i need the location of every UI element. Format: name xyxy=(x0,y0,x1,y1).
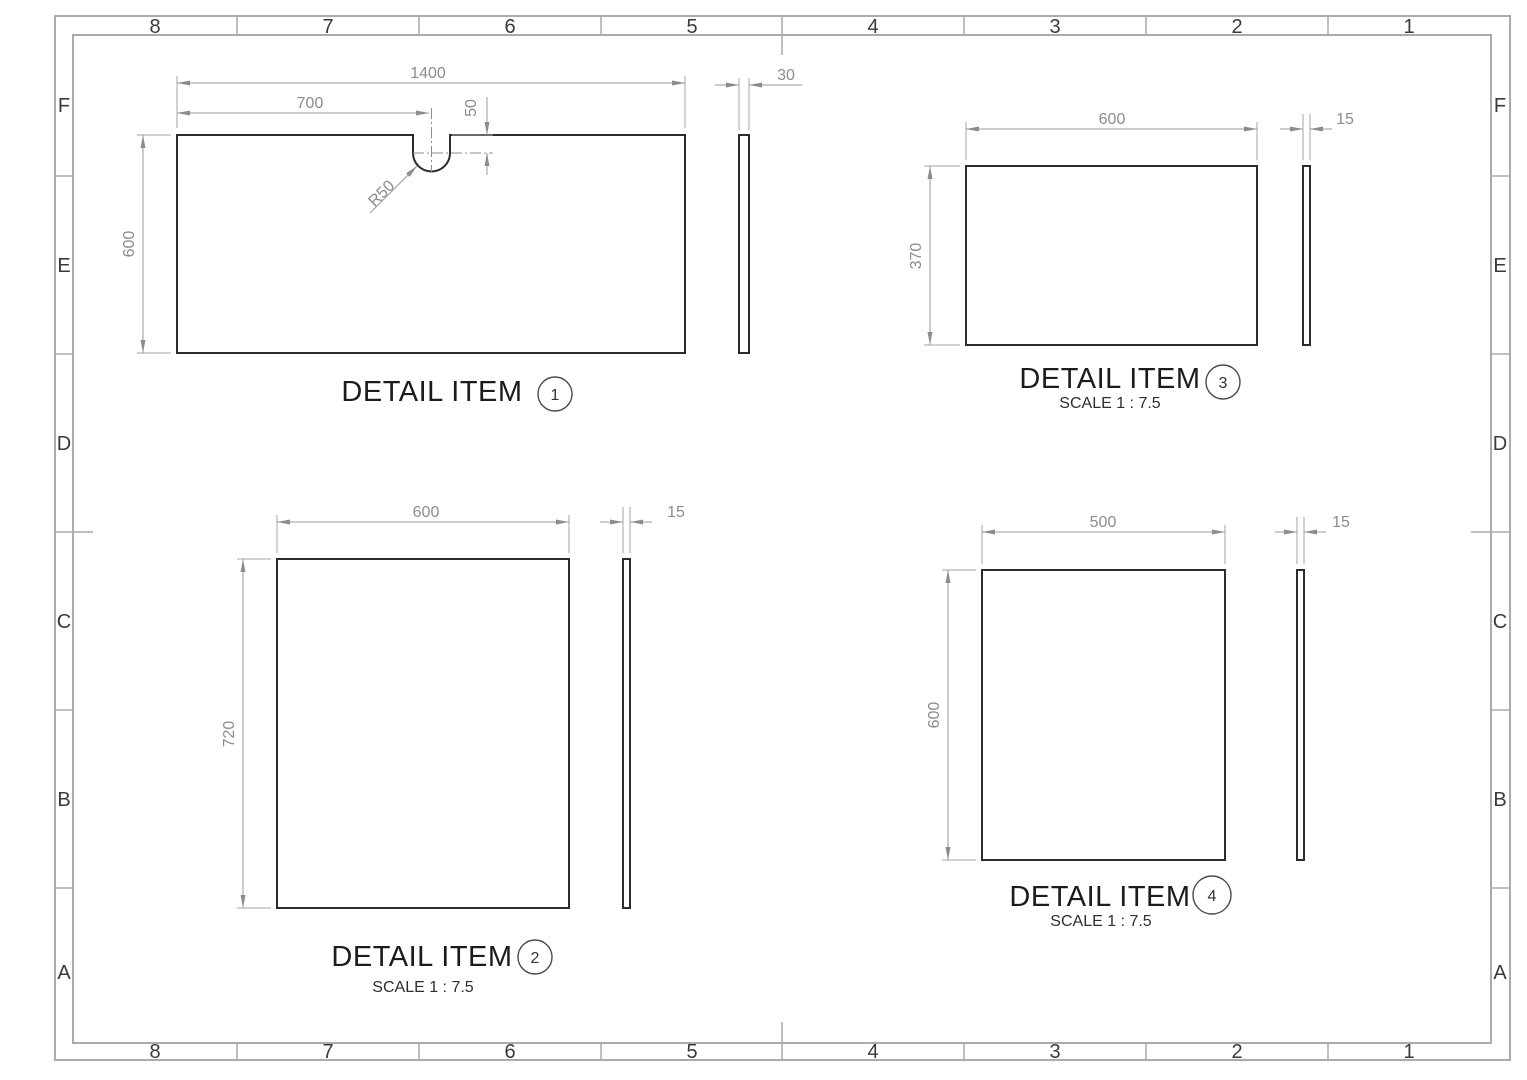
zone-label: C xyxy=(57,611,71,633)
zone-label: C xyxy=(1493,611,1507,633)
dim-text-thickness: 30 xyxy=(777,67,795,84)
callout-circle xyxy=(537,376,573,412)
detail-1-side-view xyxy=(738,134,750,354)
radius-leader-line xyxy=(369,165,418,214)
dim-extension-lines-height xyxy=(137,134,171,354)
detail-2-side-view xyxy=(622,558,631,909)
detail-title: DETAIL ITEM xyxy=(341,376,522,408)
detail-3: 600 370 15 DETAIL ITEM 3 SCALE 1 : 7.5 xyxy=(908,111,1354,412)
dim-text-thickness: 15 xyxy=(1332,514,1350,531)
dim-text-width: 600 xyxy=(413,504,440,521)
detail-4-front-view xyxy=(981,569,1226,861)
callout-number: 3 xyxy=(1219,375,1228,392)
detail-title: DETAIL ITEM xyxy=(1009,881,1190,913)
detail-title: DETAIL ITEM xyxy=(1019,363,1200,395)
zone-label: 5 xyxy=(686,1041,697,1063)
detail-title: DETAIL ITEM xyxy=(331,941,512,973)
zone-label: 5 xyxy=(686,16,697,38)
zone-label: D xyxy=(1493,433,1507,455)
zone-label: E xyxy=(1493,255,1506,277)
zone-label: 6 xyxy=(504,16,515,38)
zone-labels-right: F E D C B A xyxy=(1493,95,1508,984)
zone-dividers-top xyxy=(236,16,1329,35)
detail-scale: SCALE 1 : 7.5 xyxy=(1059,395,1160,412)
zone-label: 3 xyxy=(1049,16,1060,38)
dim-extension-lines-thickness xyxy=(1302,114,1311,160)
dim-extension-lines xyxy=(176,76,686,128)
zone-dividers-bottom xyxy=(236,1043,1329,1060)
detail-3-side-view xyxy=(1302,165,1311,346)
zone-label: 7 xyxy=(322,1041,333,1063)
callout-circle xyxy=(1192,875,1232,915)
callout-circle xyxy=(517,939,553,975)
zone-dividers-right xyxy=(1491,175,1510,889)
callout-number: 2 xyxy=(531,950,540,967)
dim-text-height: 600 xyxy=(121,231,138,258)
dim-extension-lines-height xyxy=(924,165,960,346)
detail-3-front-view xyxy=(965,165,1258,346)
dim-text-offset: 700 xyxy=(297,95,324,112)
zone-label: A xyxy=(57,962,71,984)
dim-extension-lines-thickness xyxy=(738,78,750,130)
zone-label: 4 xyxy=(867,1041,878,1063)
dim-text-width: 1400 xyxy=(410,65,446,82)
dim-text-height: 370 xyxy=(908,243,925,270)
callout-number: 1 xyxy=(551,387,560,404)
zone-label: 1 xyxy=(1403,16,1414,38)
detail-scale: SCALE 1 : 7.5 xyxy=(372,979,473,996)
dim-text-thickness: 15 xyxy=(1336,111,1354,128)
zone-dividers-left xyxy=(55,175,73,889)
dim-extension-lines-height xyxy=(942,569,976,861)
detail-scale: SCALE 1 : 7.5 xyxy=(1050,913,1151,930)
zone-label: B xyxy=(1493,789,1506,811)
dim-extension-lines-thickness xyxy=(622,507,631,553)
zone-label: F xyxy=(58,95,70,117)
zone-label: 1 xyxy=(1403,1041,1414,1063)
detail-4-side-view xyxy=(1296,569,1305,861)
dim-text-height: 600 xyxy=(926,702,943,729)
zone-label: A xyxy=(1493,962,1507,984)
dim-text-depth: 50 xyxy=(463,99,480,117)
zone-label: D xyxy=(57,433,71,455)
detail-2-front-view xyxy=(276,558,570,909)
zone-label: 8 xyxy=(149,16,160,38)
dim-text-thickness: 15 xyxy=(667,504,685,521)
zone-label: 3 xyxy=(1049,1041,1060,1063)
zone-label: 6 xyxy=(504,1041,515,1063)
zone-labels-bottom: 8 7 6 5 4 3 2 1 xyxy=(149,1041,1414,1063)
zone-label: 7 xyxy=(322,16,333,38)
zone-label: E xyxy=(57,255,70,277)
zone-label: 2 xyxy=(1231,16,1242,38)
detail-4: 500 600 15 DETAIL ITEM 4 SCALE 1 : 7.5 xyxy=(926,514,1350,930)
detail-1-front-view xyxy=(176,134,686,354)
sheet-frame: 8 7 6 5 4 3 2 1 8 7 6 5 4 3 2 1 F E D C … xyxy=(54,15,1511,1063)
dim-extension-lines-thickness xyxy=(1296,517,1305,564)
dim-text-height: 720 xyxy=(221,721,238,748)
callout-circle xyxy=(1205,364,1241,400)
detail-2: 600 720 15 DETAIL ITEM 2 SCALE 1 : 7.5 xyxy=(221,504,685,996)
callout-number: 4 xyxy=(1208,888,1217,905)
detail-1: 1400 700 50 R50 600 30 DETAIL ITEM 1 xyxy=(121,65,802,412)
zone-labels-top: 8 7 6 5 4 3 2 1 xyxy=(149,16,1414,38)
centering-marks xyxy=(55,16,1510,1060)
zone-label: 2 xyxy=(1231,1041,1242,1063)
zone-label: 4 xyxy=(867,16,878,38)
zone-label: B xyxy=(57,789,70,811)
zone-labels-left: F E D C B A xyxy=(57,95,72,984)
zone-label: F xyxy=(1494,95,1506,117)
dim-text-width: 500 xyxy=(1090,514,1117,531)
zone-label: 8 xyxy=(149,1041,160,1063)
dim-extension-lines-height xyxy=(237,558,271,909)
dim-text-width: 600 xyxy=(1099,111,1126,128)
